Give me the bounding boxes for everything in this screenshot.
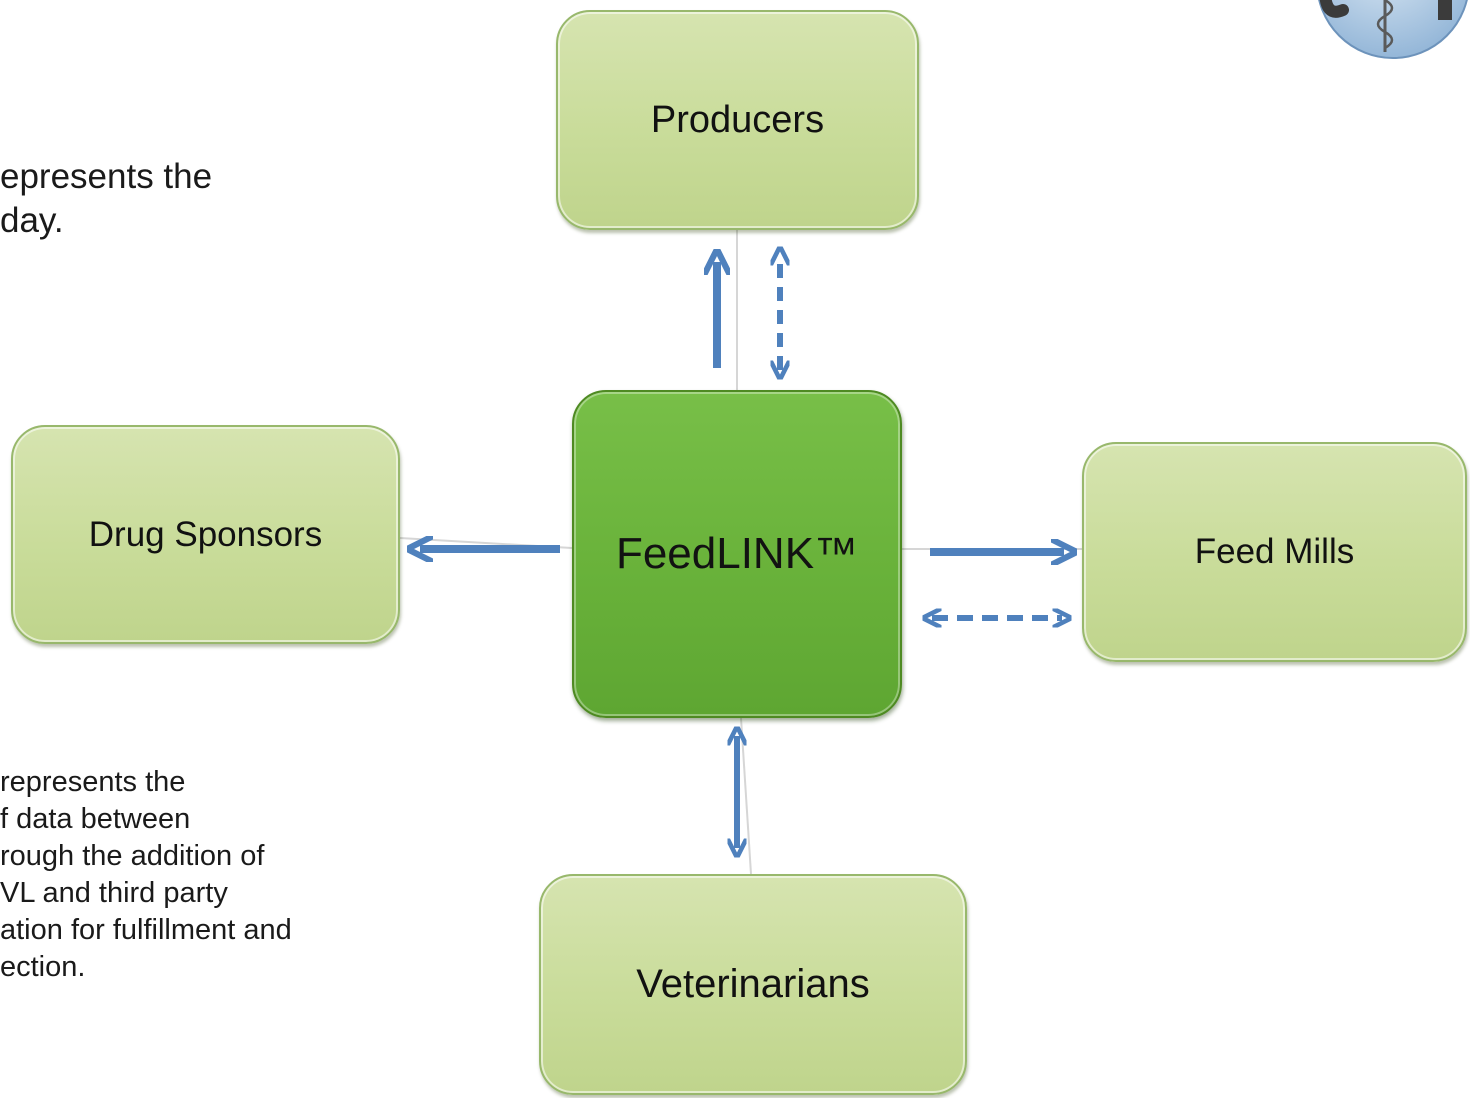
node-producers: Producers bbox=[556, 10, 919, 230]
node-label: Producers bbox=[650, 98, 825, 141]
node-label: Feed Mills bbox=[1194, 532, 1355, 571]
text-line: rough the addition of bbox=[0, 840, 265, 872]
text-line: ation for fulfillment and bbox=[0, 914, 292, 946]
logo-graphic bbox=[1318, 0, 1468, 59]
node-label: Drug Sponsors bbox=[88, 514, 323, 554]
text-line: VL and third party bbox=[0, 877, 228, 909]
intro-text-top: epresents the day. bbox=[0, 155, 212, 243]
text-line: day. bbox=[0, 201, 64, 240]
node-veterinarians: Veterinarians bbox=[539, 874, 967, 1095]
guide-line-veterinarians bbox=[740, 717, 752, 875]
node-feedlink-center: FeedLINK™ bbox=[572, 390, 902, 718]
intro-text-bottom: represents the f data between rough the … bbox=[0, 764, 292, 986]
node-label: FeedLINK™ bbox=[615, 529, 859, 578]
caduceus-globe-logo-icon bbox=[1295, 0, 1470, 70]
node-drug-sponsors: Drug Sponsors bbox=[11, 425, 400, 644]
text-line: ection. bbox=[0, 951, 86, 983]
text-line: epresents the bbox=[0, 157, 213, 196]
text-line: f data between bbox=[0, 803, 191, 835]
node-feed-mills: Feed Mills bbox=[1082, 442, 1467, 662]
node-label: Veterinarians bbox=[636, 962, 870, 1006]
text-line: represents the bbox=[0, 766, 186, 798]
